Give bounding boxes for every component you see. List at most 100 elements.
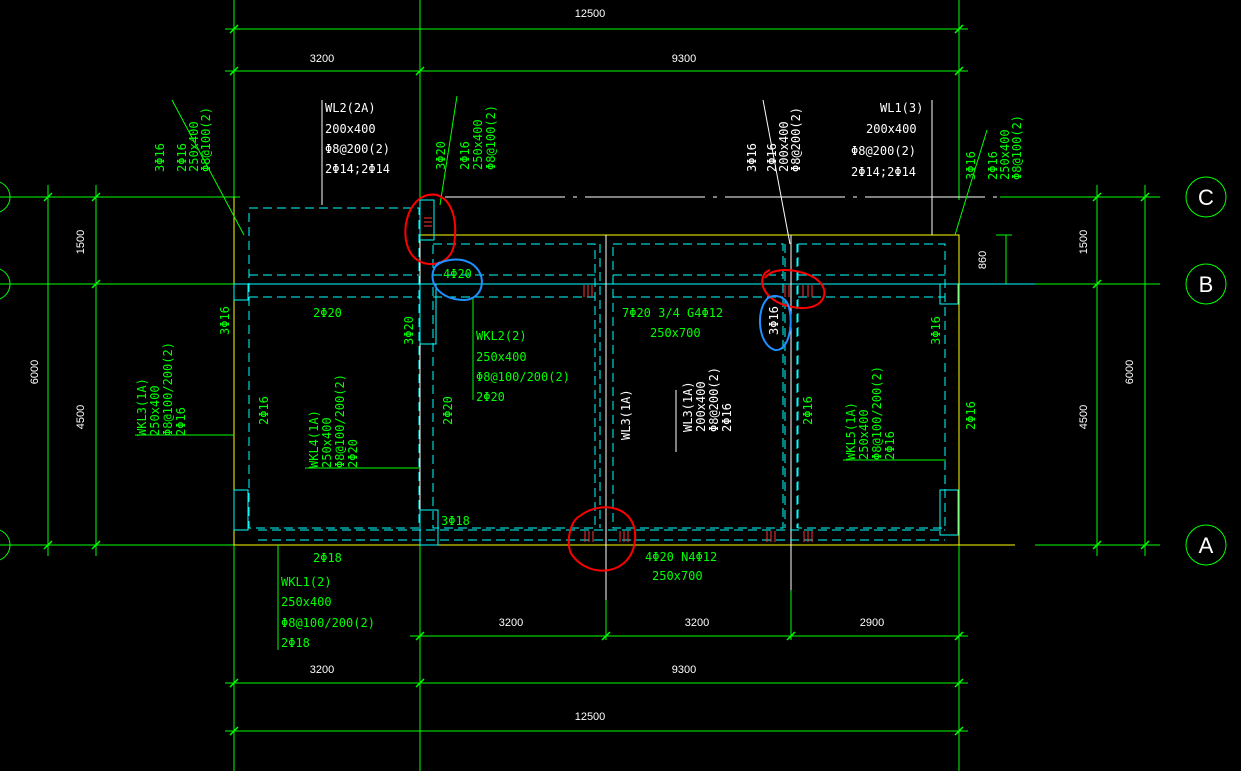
axis-a-bubble [1185, 524, 1227, 566]
wkl2-rebar: 2Φ20 [476, 390, 505, 404]
dim-bottom-total: 12500 [575, 711, 606, 723]
wl-labels: WL2(2A) 200x400 Φ8@200(2) 2Φ14;2Φ14 WL1(… [325, 101, 923, 440]
dim-top-left: 3200 [310, 53, 334, 65]
axis-c-label: C [1198, 185, 1214, 210]
axis-bubbles [0, 176, 1227, 566]
wl3-white-label: WL3(1A) 200x400 Φ8@200(2) 2Φ16 [681, 367, 734, 432]
svg-text:3Φ20: 3Φ20 [434, 141, 448, 170]
axis-b-label: B [1199, 272, 1214, 297]
svg-text:Φ8@100/200(2): Φ8@100/200(2) [870, 366, 884, 460]
wl1-stirrup: Φ8@200(2) [851, 144, 916, 158]
wkl1-stirrup: Φ8@100/200(2) [281, 616, 375, 630]
green-labels: 3Φ16 2Φ16 250x400 Φ8@100(2) 3Φ20 2Φ16 25… [135, 105, 1024, 650]
wl1-name: WL1(3) [880, 101, 923, 115]
svg-text:WKL4(1A): WKL4(1A) [307, 410, 321, 468]
svg-text:Φ8@200(2): Φ8@200(2) [789, 107, 803, 172]
dim-top-total: 12500 [575, 8, 606, 20]
rebar-v-right3: 2Φ16 [964, 401, 978, 430]
wkl1-name: WKL1(2) [281, 575, 332, 589]
dimension-texts: 12500 3200 9300 3200 3200 2900 3200 9300… [29, 8, 1136, 723]
svg-text:3Φ16: 3Φ16 [745, 143, 759, 172]
svg-text:2Φ16: 2Φ16 [458, 141, 472, 170]
columns [233, 199, 959, 546]
cantilever-right: 3Φ16 2Φ16 250x400 Φ8@100(2) [964, 115, 1024, 180]
svg-text:3Φ16: 3Φ16 [153, 143, 167, 172]
wl2-size: 200x400 [325, 122, 376, 136]
rebar-v-left2: 2Φ16 [257, 396, 271, 425]
dim-bay2: 3200 [685, 617, 709, 629]
rebar-b-left: 2Φ20 [313, 306, 342, 320]
dimension-lines [0, 0, 1160, 771]
rebar-v-right1: 2Φ16 [801, 396, 815, 425]
axis-labels: C B A [1198, 185, 1214, 558]
dim-860: 860 [977, 251, 989, 269]
dim-right-total: 6000 [1124, 360, 1136, 384]
wkl2-stirrup: Φ8@100/200(2) [476, 370, 570, 384]
rebar-a-mid: 4Φ20 N4Φ12 [645, 550, 717, 564]
rebar-a-left: 2Φ18 [313, 551, 342, 565]
axis-b-bubble [1185, 263, 1227, 305]
red-markup-3 [567, 506, 637, 572]
wkl2-name: WKL2(2) [476, 329, 527, 343]
svg-text:Φ8@100(2): Φ8@100(2) [1010, 115, 1024, 180]
wl3-left-label: WL3(1A) [619, 389, 633, 440]
rebar-ticks [424, 217, 813, 542]
dim-left-upper: 1500 [75, 230, 87, 254]
rebar-b-mid-size: 250x700 [650, 326, 701, 340]
svg-text:Φ8@200(2): Φ8@200(2) [707, 367, 721, 432]
rebar-a-col: 3Φ18 [441, 514, 470, 528]
wl2-rebar: 2Φ14;2Φ14 [325, 162, 390, 176]
red-markup-1 [404, 193, 457, 266]
leader-lines-white [321, 99, 933, 452]
rebar-v-left: 3Φ16 [218, 306, 232, 335]
svg-text:250x400: 250x400 [998, 129, 1012, 180]
svg-text:WKL3(1A): WKL3(1A) [135, 378, 149, 436]
red-markup-2 [761, 269, 826, 310]
beam-outlines [110, 196, 1035, 600]
dim-right-upper: 1500 [1078, 230, 1090, 254]
hidden-beam-lines [248, 207, 946, 541]
svg-text:250x400: 250x400 [187, 121, 201, 172]
dim-top-right: 9300 [672, 53, 696, 65]
wkl5-label: WKL5(1A) 250x400 Φ8@100/200(2) 2Φ16 [844, 366, 897, 460]
svg-text:Φ8@100/200(2): Φ8@100/200(2) [161, 342, 175, 436]
wl2-name: WL2(2A) [325, 101, 376, 115]
svg-text:250x400: 250x400 [320, 417, 334, 468]
svg-text:250x400: 250x400 [857, 409, 871, 460]
wkl3-label: WKL3(1A) 250x400 Φ8@100/200(2) 2Φ16 [135, 342, 188, 436]
dim-bay1: 3200 [499, 617, 523, 629]
rebar-v-blue: 3Φ16 [767, 306, 781, 335]
svg-text:2Φ20: 2Φ20 [346, 439, 360, 468]
blue-markup-2 [758, 294, 792, 351]
svg-text:250x400: 250x400 [148, 385, 162, 436]
rebar-v-col: 3Φ20 [402, 316, 416, 345]
svg-text:3Φ16: 3Φ16 [964, 151, 978, 180]
svg-text:Φ8@100(2): Φ8@100(2) [484, 105, 498, 170]
svg-text:2Φ16: 2Φ16 [175, 143, 189, 172]
rebar-v-right2: 3Φ16 [929, 316, 943, 345]
dim-left-total: 6000 [29, 360, 41, 384]
svg-text:200x400: 200x400 [694, 381, 708, 432]
blue-markup-1 [431, 258, 483, 302]
rebar-v-col2: 2Φ20 [441, 396, 455, 425]
svg-text:2Φ16: 2Φ16 [883, 431, 897, 460]
svg-text:Φ8@100/200(2): Φ8@100/200(2) [333, 374, 347, 468]
cantilever-mid: 3Φ20 2Φ16 250x400 Φ8@100(2) [434, 105, 498, 170]
svg-text:2Φ16: 2Φ16 [986, 151, 1000, 180]
dimension-ticks [43, 24, 1150, 736]
rebar-a-mid-size: 250x700 [652, 569, 703, 583]
svg-text:2Φ16: 2Φ16 [720, 403, 734, 432]
wl2-stirrup: Φ8@200(2) [325, 142, 390, 156]
wl1-size: 200x400 [866, 122, 917, 136]
markups [404, 193, 826, 572]
dim-right-lower: 4500 [1078, 405, 1090, 429]
dim-bottom-right: 9300 [672, 664, 696, 676]
svg-text:Φ8@100(2): Φ8@100(2) [199, 107, 213, 172]
leader-lines-green [135, 95, 988, 650]
cantilever-right-white: 3Φ16 2Φ16 200x400 Φ8@200(2) [745, 107, 803, 172]
dim-bottom-left: 3200 [310, 664, 334, 676]
svg-text:200x400: 200x400 [777, 121, 791, 172]
cantilever-left: 3Φ16 2Φ16 250x400 Φ8@100(2) [153, 107, 213, 172]
wkl1-rebar: 2Φ18 [281, 636, 310, 650]
svg-text:250x400: 250x400 [471, 119, 485, 170]
